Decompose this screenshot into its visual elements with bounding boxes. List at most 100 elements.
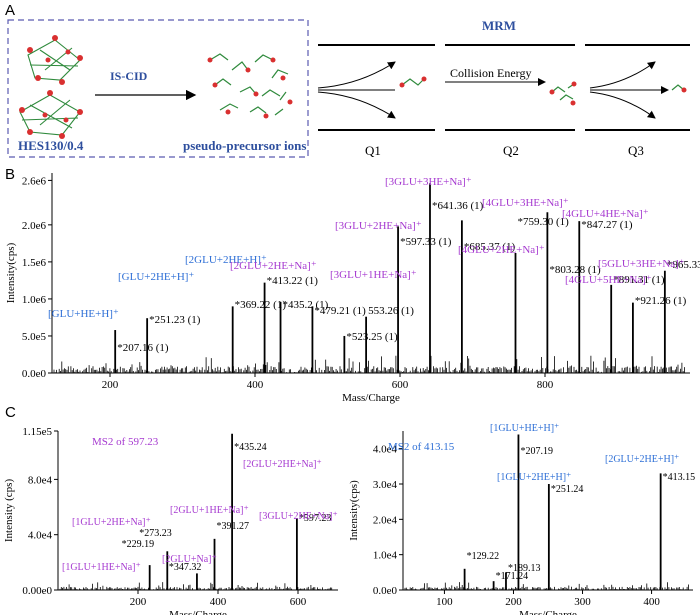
hes-molecule-icon [19,35,83,139]
x-tick-label: 200 [130,596,147,608]
x-tick-label: 600 [392,379,409,391]
y-tick-label: 4.0e4 [28,530,53,542]
panel-letter-a: A [5,2,16,19]
x-axis-label: Mass/Charge [342,392,400,404]
ion-trajectories [317,61,669,119]
y-tick-label: 1.0e4 [373,550,398,562]
peak-label: *435.24 [234,442,267,453]
peak-label: *479.21 (1) [314,305,366,317]
peak-label: *847.27 (1) [581,219,633,231]
ion-annotation: [3GLU+1HE+Na]⁺ [330,269,417,281]
ion-annotation: [1GLU+2HE+Na]⁺ [72,517,151,528]
x-tick-label: 400 [210,596,227,608]
x-tick-label: 600 [290,596,307,608]
peak-label: *891.31 (1) [613,274,665,286]
peak-label: *129.22 [467,551,500,562]
ion-annotation: [4GLU+4HE+Na]⁺ [562,208,649,220]
peak-label: *523.25 (1) [346,331,398,343]
dashed-box [7,19,309,158]
y-tick-label: 1.15e5 [22,426,52,438]
x-tick-label: 800 [537,379,554,391]
peak-label: *273.23 [139,528,172,539]
x-axis-label: Mass/Charge [169,609,227,615]
peak-label: *189.13 [508,563,541,574]
y-tick-label: 0.00e0 [22,585,52,597]
peak-label: *413.22 (1) [267,275,319,287]
ion-annotation: [4GLU+5HE+Na]⁺ [565,274,652,286]
x-tick-label: 200 [505,596,522,608]
q2-label: Q2 [503,143,519,158]
ion-annotation: [4GLU+3HE+Na]⁺ [482,197,569,209]
peak-label: *251.24 [551,484,584,495]
ion-annotation: [2GLU+2HE+H]⁺ [605,454,679,465]
y-tick-label: 2.0e4 [373,514,398,526]
peak-label: *597.23 [299,513,332,524]
baseline-noise [404,582,689,590]
y-tick-label: 0.0e0 [373,585,398,597]
y-tick-label: 0.0e0 [22,368,47,380]
ion-annotation: [3GLU+2HE+Na]⁺ [259,511,338,522]
collision-energy-label: Collision Energy [450,66,531,80]
ion-annotation: [1GLU+HE+H]⁺ [490,423,559,434]
y-axis-label: Intensity (cps) [3,479,15,543]
peak-label: *803.28 (1) [549,264,601,276]
peak-label: *685.37 (1) [464,241,516,253]
y-tick-label: 4.0e4 [373,444,398,456]
y-tick-label: 1.5e6 [22,257,47,269]
ion-annotation: [2GLU+1HE+Na]⁺ [170,505,249,516]
selected-ion-icons [399,76,687,106]
y-axis-label: Intensity(cps) [5,242,17,303]
peak-label: *413.15 [663,472,696,483]
ion-annotation: [2GLU+2HE+Na]⁺ [230,260,317,272]
ion-annotation: [2GLU+2HE+H]⁺ [185,254,267,266]
mrm-label: MRM [482,18,516,33]
peak-label: 553.26 (1) [368,305,414,317]
y-tick-label: 2.6e6 [22,175,47,187]
peak-label: *347.32 [169,562,202,573]
peak-label: *229.19 [122,539,154,550]
peak-label: *369.22 (1) [235,299,287,311]
q3-label: Q3 [628,143,644,158]
x-tick-label: 400 [643,596,660,608]
x-axis-label: Mass/Charge [519,609,577,615]
y-tick-label: 1.0e6 [22,294,47,306]
chart-c-left: *229.19*273.23*347.32*391.27*435.24*597.… [3,426,338,615]
ion-annotation: [GLU+2HE+H]⁺ [118,271,194,283]
baseline-noise [53,355,687,373]
y-tick-label: 5.0e5 [22,331,47,343]
panel-a-schematic: HES130/0.4 IS-CID pseudo-precursor ions … [7,18,690,158]
chart-c-right: *129.22*171.24*189.13*207.19*251.24*413.… [348,423,696,615]
ion-annotation: [1GLU+1HE+Na]⁺ [62,562,141,573]
quadrupole-rods [318,44,690,131]
peak-label: *435.2 (1) [283,299,329,311]
peak-label: *207.19 [520,446,553,457]
y-axis-label: Intensity(cps) [348,480,360,541]
x-tick-label: 200 [102,379,119,391]
y-tick-label: 2.0e6 [22,220,47,232]
ion-annotation: [3GLU+2HE+Na]⁺ [335,220,422,232]
ion-annotation: [2GLU+Na]⁺ [162,554,217,565]
y-tick-label: 3.0e4 [373,479,398,491]
peak-label: *641.36 (1) [432,200,484,212]
panel-letter-c: C [5,404,16,421]
chart-b: *207.16 (1)*251.23 (1)*369.22 (1)*413.22… [5,173,700,404]
peak-label: *965.33 (1) [667,259,700,271]
is-cid-label: IS-CID [110,69,148,83]
peak-label: *759.30 (1) [517,216,569,228]
x-tick-label: 100 [436,596,453,608]
ion-annotation: [GLU+HE+H]⁺ [48,308,119,320]
ion-annotation: [5GLU+3HE+Na]⁺ [598,258,685,270]
pseudo-precursor-label: pseudo-precursor ions [183,138,306,153]
peak-label: *921.26 (1) [635,295,687,307]
chart-title: MS2 of 413.15 [388,441,455,453]
peak-label: *207.16 (1) [117,342,169,354]
ion-annotation: [4GLU+2HE+Na]⁺ [458,244,545,256]
x-tick-label: 300 [574,596,591,608]
ion-annotation: [1GLU+2HE+H]⁺ [497,472,571,483]
q1-label: Q1 [365,143,381,158]
panel-letter-b: B [5,166,16,183]
x-tick-label: 400 [247,379,264,391]
peak-label: *597.33 (1) [400,236,452,248]
ion-annotation: [2GLU+2HE+Na]⁺ [243,459,322,470]
chart-title: MS2 of 597.23 [92,436,159,448]
